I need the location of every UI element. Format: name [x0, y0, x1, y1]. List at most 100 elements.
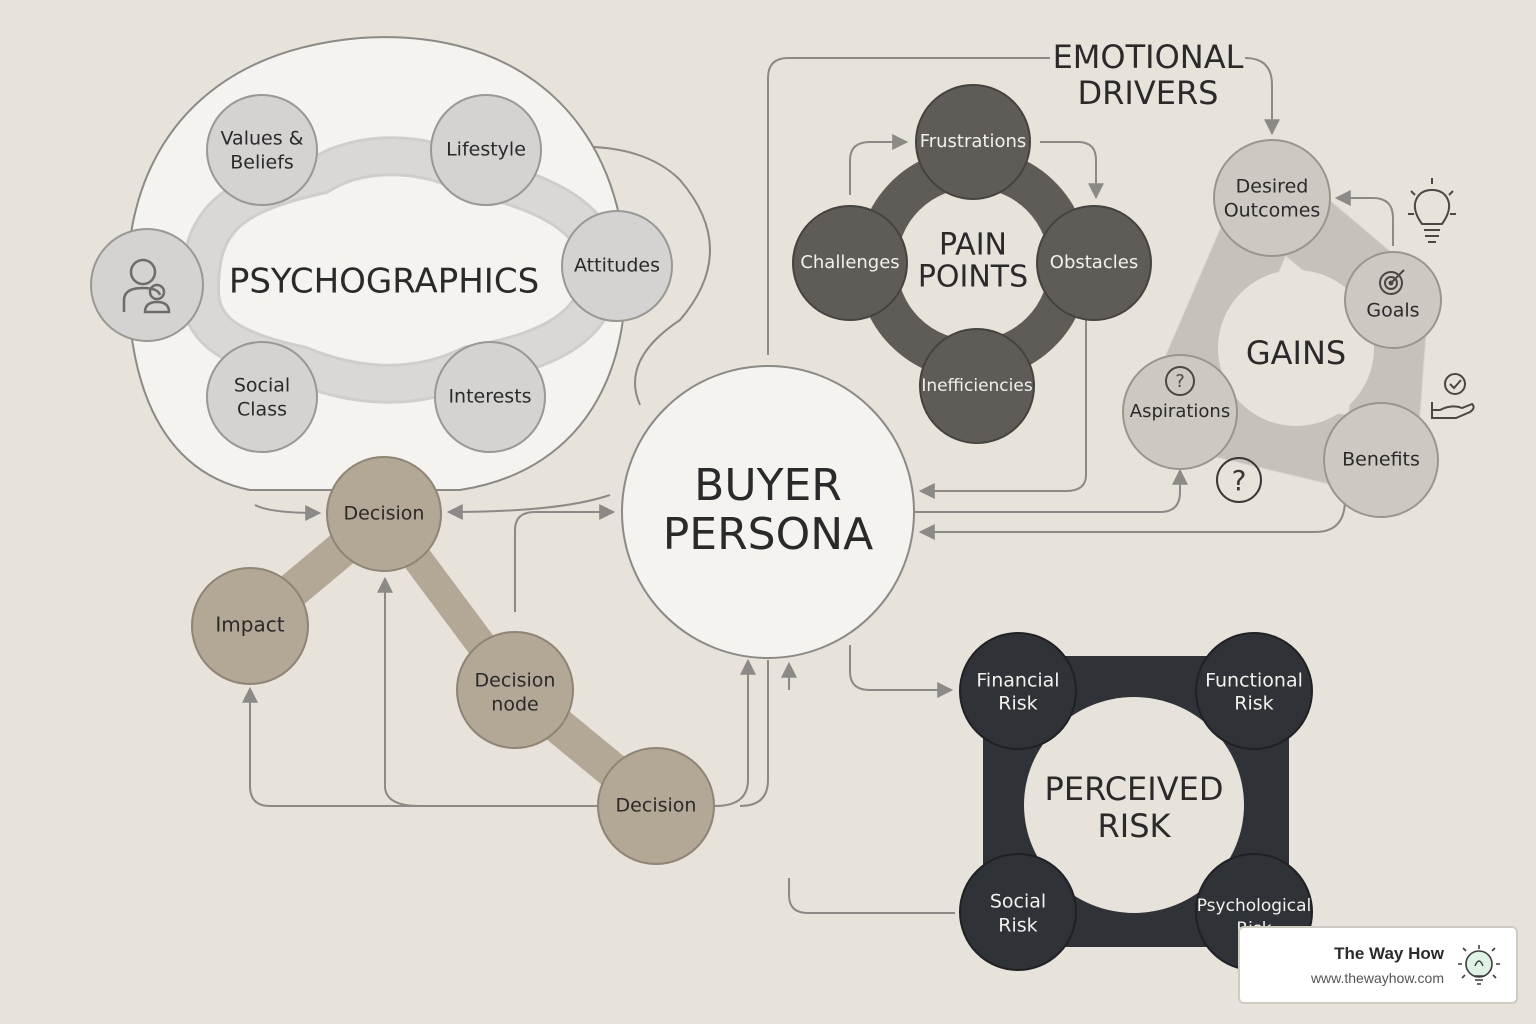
perceived-risk-group: PERCEIVED RISK Financial Risk Functional… [959, 632, 1313, 971]
node-financial-risk [959, 632, 1077, 750]
buyer-persona-circle [621, 365, 915, 659]
pain-title-line1: PAIN [939, 228, 1007, 263]
gains-group: GAINS Desired Outcomes Goals Aspirations… [1122, 139, 1475, 518]
connector-frustrations-obstacles [1040, 141, 1104, 200]
connector-persona-lifestyle [549, 138, 711, 406]
node-inefficiencies [919, 328, 1035, 444]
node-decision-top [326, 456, 442, 572]
connector-risk-return [788, 878, 955, 914]
node-desired-outcomes [1213, 139, 1331, 257]
social-class-line1: Social [234, 375, 290, 397]
connector-psy-decision-right [446, 494, 611, 520]
decision-group: Decision Impact Decision node Decision [191, 456, 715, 865]
node-impact [191, 567, 309, 685]
node-lifestyle [430, 94, 542, 206]
node-decision-bottom [597, 747, 715, 865]
connector-benefits-persona [918, 499, 1346, 540]
emotional-drivers-line1: EMOTIONAL [1053, 38, 1244, 76]
node-benefits [1323, 402, 1439, 518]
risk-center [1024, 697, 1244, 913]
connector-persona-risk [849, 645, 954, 698]
connector-decisionnode-persona [514, 504, 616, 612]
inefficiencies-label: Inefficiencies [921, 376, 1033, 396]
connector-challenges-frustrations [849, 134, 909, 195]
node-decision-node [456, 631, 574, 749]
person-user-icon [122, 258, 171, 314]
values-beliefs-line1: Values & [221, 128, 304, 150]
decision-node-line1: Decision [475, 670, 556, 692]
desired-outcomes-line2: Outcomes [1224, 200, 1321, 222]
psychographics-group: PSYCHOGRAPHICS Values & Beliefs Lifestyl… [90, 36, 673, 491]
buyer-persona-group: BUYER PERSONA [621, 365, 915, 659]
challenges-label: Challenges [800, 252, 899, 273]
financial-risk-line2: Risk [998, 693, 1037, 715]
gains-title: GAINS [1246, 334, 1346, 372]
decision-node-line2: node [491, 694, 538, 716]
connector-pain-persona [918, 320, 1087, 499]
connector-bottom-persona-2 [739, 660, 769, 807]
risk-title-line1: PERCEIVED [1045, 770, 1224, 808]
node-social-risk [959, 853, 1077, 971]
node-aspirations [1122, 354, 1238, 470]
node-obstacles [1036, 205, 1152, 321]
target-icon [1379, 269, 1405, 295]
question-icon [1165, 366, 1195, 396]
brand-url[interactable]: www.thewayhow.com [1310, 970, 1444, 986]
attitudes-label: Attitudes [574, 255, 660, 277]
connector-bottom-decision [377, 576, 421, 807]
lightbulb-logo-icon [1458, 945, 1500, 985]
benefits-label: Benefits [1342, 449, 1420, 471]
connector-emotional-left [767, 57, 1050, 355]
gains-center [1218, 270, 1374, 426]
functional-risk-line2: Risk [1234, 693, 1273, 715]
node-social-class [206, 341, 318, 453]
node-person [90, 228, 204, 342]
lightbulb-icon [1408, 178, 1456, 243]
impact-label: Impact [215, 613, 284, 637]
node-functional-risk [1195, 632, 1313, 750]
node-attitudes [561, 210, 673, 322]
emotional-drivers-line2: DRIVERS [1078, 74, 1219, 112]
decision-top-label: Decision [344, 503, 425, 525]
question-icon-glyph-large: ? [1232, 464, 1247, 497]
question-icon-glyph: ? [1175, 371, 1185, 392]
connector-bottom-persona-1 [714, 658, 756, 807]
brand-name: The Way How [1334, 944, 1444, 963]
connector-goals-outcomes [1334, 190, 1394, 246]
connector-persona-aspirations [915, 468, 1188, 513]
question-icon [1216, 457, 1262, 503]
social-risk-line2: Risk [998, 915, 1037, 937]
branding-badge[interactable]: The Way How www.thewayhow.com [1238, 926, 1518, 1004]
node-goals [1344, 251, 1442, 349]
financial-risk-line1: Financial [976, 670, 1059, 692]
obstacles-label: Obstacles [1050, 252, 1138, 273]
node-values-beliefs [206, 94, 318, 206]
connectors [242, 57, 1394, 914]
pain-points-group: PAIN POINTS Frustrations Challenges Obst… [792, 84, 1152, 444]
connector-psy-decision-left [254, 504, 322, 521]
desired-outcomes-line1: Desired [1236, 176, 1309, 198]
social-risk-line1: Social [990, 891, 1046, 913]
psychographics-title: PSYCHOGRAPHICS [229, 262, 539, 302]
risk-title-line2: RISK [1098, 807, 1172, 845]
goals-label: Goals [1366, 300, 1419, 322]
buyer-persona-line2: PERSONA [663, 509, 873, 560]
buyer-persona-line1: BUYER [694, 460, 842, 511]
interests-label: Interests [448, 386, 531, 408]
aspirations-label: Aspirations [1130, 401, 1230, 422]
node-interests [434, 341, 546, 453]
node-frustrations [915, 84, 1031, 200]
connector-bottom-impact [242, 686, 600, 807]
values-beliefs-line2: Beliefs [230, 152, 294, 174]
lifestyle-label: Lifestyle [446, 139, 526, 161]
functional-risk-line1: Functional [1205, 670, 1303, 692]
hand-check-icon [1431, 373, 1475, 419]
node-challenges [792, 205, 908, 321]
decision-bottom-label: Decision [616, 795, 697, 817]
psychological-risk-line1: Psychological [1197, 896, 1312, 916]
connector-emotional-right [1244, 57, 1280, 136]
social-class-line2: Class [237, 399, 287, 421]
pain-title-line2: POINTS [918, 260, 1028, 295]
frustrations-label: Frustrations [920, 131, 1027, 152]
